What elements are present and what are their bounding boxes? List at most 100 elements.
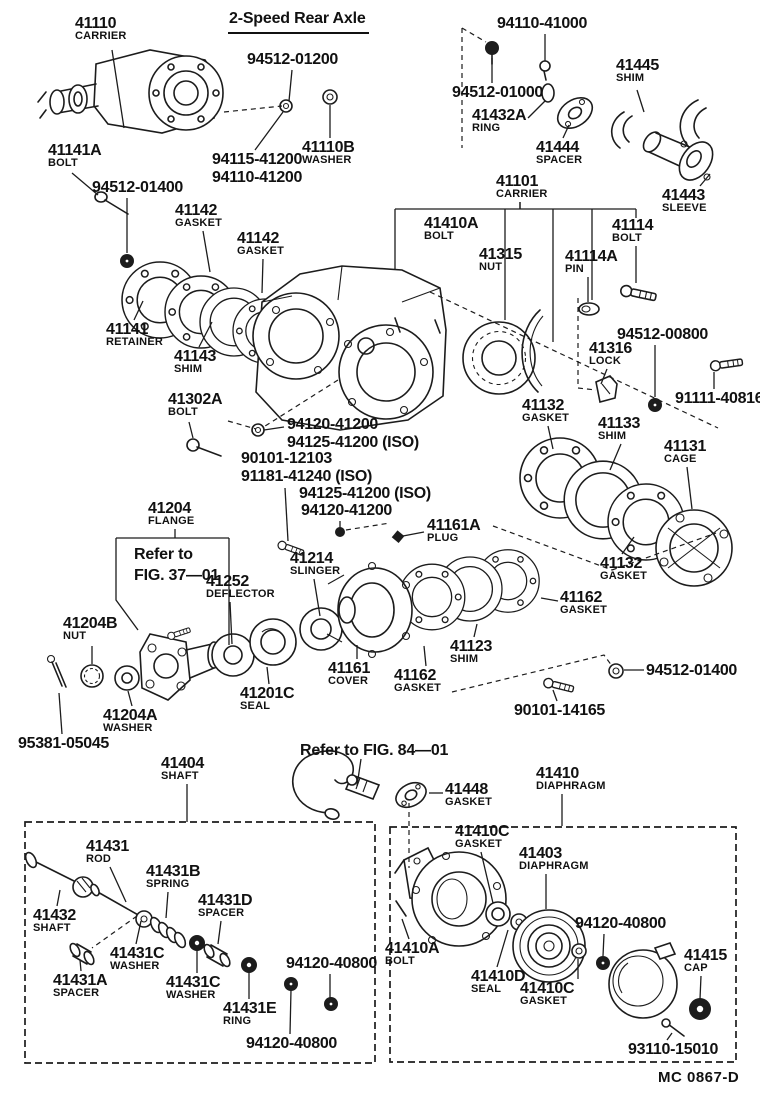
part-number: 41432A	[472, 107, 527, 124]
part-number: 94110-41000	[497, 15, 588, 32]
part-name: GASKET	[175, 217, 223, 229]
part-number: 90101-14165	[514, 702, 606, 719]
part-number: 41132	[522, 397, 565, 414]
part-label-95381-05045: 95381-05045	[18, 736, 109, 752]
part-label-90101-12103: 90101-12103	[241, 450, 333, 467]
part-label-94125-41200b: 94125-41200 (ISO)	[299, 486, 431, 502]
part-number: 41142	[237, 230, 280, 247]
actuator-box	[389, 826, 737, 1063]
part-number: 41204A	[103, 707, 158, 724]
part-label-94512-01000: 94512-01000	[452, 85, 543, 101]
part-name: DIAPHRAGM	[536, 780, 606, 792]
part-name: DIAPHRAGM	[519, 860, 589, 872]
part-number: 41445	[616, 57, 659, 74]
part-name: SPACER	[53, 987, 100, 999]
part-number: 94512-01200	[247, 51, 339, 68]
note-fig84: Refer to FIG. 84—01	[300, 742, 449, 759]
part-name: GASKET	[520, 995, 568, 1007]
part-name: SHIM	[598, 430, 627, 442]
part-number: 41110	[75, 15, 117, 32]
part-number: 41201C	[240, 685, 295, 702]
part-number: 41315	[479, 246, 522, 263]
part-number: 41410C	[455, 823, 510, 840]
shift-rod-box	[24, 821, 376, 1064]
part-number: 41431A	[53, 972, 108, 989]
part-number: 41110B	[302, 139, 355, 156]
part-label-94120-40800c: 94120-40800	[575, 915, 667, 932]
part-number: 41114A	[565, 248, 618, 265]
part-number: 94110-41200	[212, 169, 303, 186]
part-label-94120-41200a: 94120-41200	[287, 417, 378, 433]
part-number: 41141	[106, 321, 149, 338]
diagram-title: 2-Speed Rear Axle	[228, 10, 369, 34]
part-number: 90101-12103	[241, 450, 333, 467]
part-number: 94125-41200 (ISO)	[287, 434, 419, 451]
part-number: 41431D	[198, 892, 253, 909]
part-name: BOLT	[168, 406, 198, 418]
part-name: RING	[472, 122, 501, 134]
part-name: BOLT	[48, 157, 78, 169]
left-bolt-parts	[94, 191, 265, 457]
part-label-94115-41200: 94115-41200	[212, 152, 302, 168]
part-number: 41410D	[471, 968, 526, 985]
part-label-91111-40816: 91111-40816	[675, 390, 760, 407]
part-number: 41204	[148, 500, 191, 517]
part-number: 41143	[174, 348, 217, 365]
part-number: 41161A	[427, 517, 481, 534]
part-label-94110-41000: 94110-41000	[497, 15, 588, 32]
part-label-93110-15010: 93110-15010	[628, 1041, 719, 1058]
part-label-94110-41200: 94110-41200	[212, 169, 303, 186]
part-number: 41410C	[520, 980, 575, 997]
part-label-91181-41240: 91181-41240 (ISO)	[241, 469, 372, 485]
part-label-94120-40800b: 94120-40800	[246, 1035, 338, 1052]
part-name: CARRIER	[496, 188, 548, 200]
part-number: 93110-15010	[628, 1041, 719, 1058]
part-label-94512-01400a: 94512-01400	[92, 180, 183, 196]
part-name: SHIM	[616, 72, 645, 84]
part-name: GASKET	[394, 682, 442, 694]
part-number: 41114	[612, 217, 654, 234]
part-number: 41302A	[168, 391, 223, 408]
part-number: 94120-40800	[246, 1035, 338, 1052]
part-name: CARRIER	[75, 30, 127, 42]
part-name: LOCK	[589, 355, 621, 367]
part-number: 94120-40800	[575, 915, 667, 932]
part-name: COVER	[328, 675, 369, 687]
part-name: CAP	[684, 962, 708, 974]
main-housing-drawing	[252, 265, 447, 431]
part-name: SPACER	[536, 154, 583, 166]
part-number: 41123	[450, 638, 493, 655]
part-name: DEFLECTOR	[206, 588, 275, 600]
part-number: 41204B	[63, 615, 118, 632]
part-label-94512-01200: 94512-01200	[247, 51, 339, 68]
part-label-94125-41200a: 94125-41200 (ISO)	[287, 434, 419, 451]
part-number: 41410A	[385, 940, 440, 957]
actuator-parts-drawing	[394, 846, 711, 1037]
part-number: 91111-40816	[675, 390, 760, 407]
part-number: 41410A	[424, 215, 479, 232]
part-number: 41316	[589, 340, 632, 357]
part-number: 41133	[598, 415, 641, 432]
